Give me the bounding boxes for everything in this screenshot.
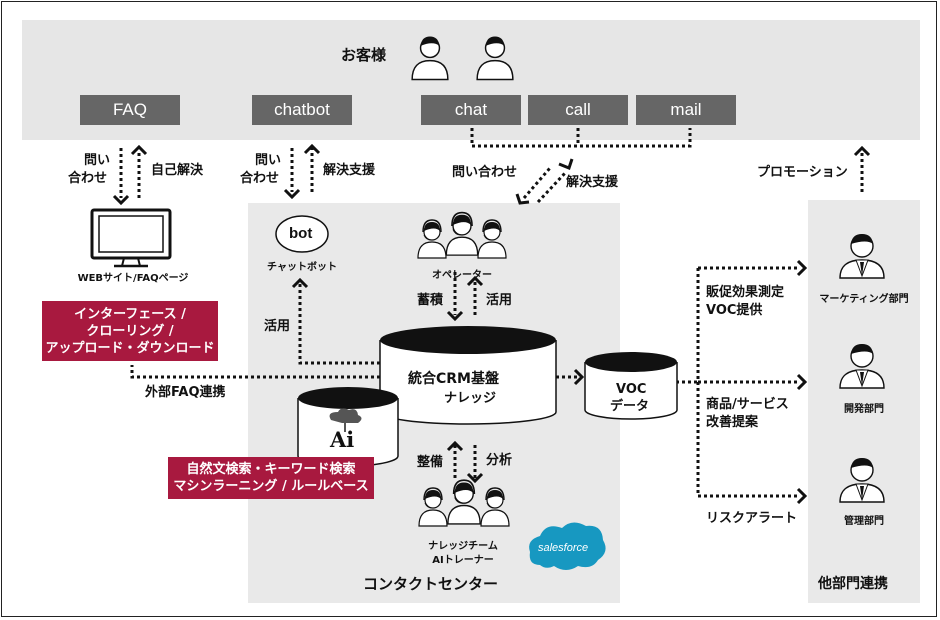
knowledge-team-icon	[418, 479, 510, 527]
marketing-dept-label: マーケティング部門	[819, 294, 909, 305]
web-label: WEBサイト/FAQページ	[77, 273, 189, 284]
center-inquiry-label: 問い合わせ	[452, 165, 518, 180]
crm-subtitle: ナレッジ	[444, 391, 497, 406]
center-inquiry-arrow	[522, 167, 552, 199]
product-flow-label-1: 商品/サービス	[706, 397, 789, 412]
bot-inquiry-label-2: 合わせ	[240, 171, 280, 186]
customer-female-icon	[411, 35, 449, 81]
ai-text: Ai	[330, 427, 355, 452]
bot-text: bot	[289, 225, 313, 242]
search-line-2: マシンラーニング / ルールベース	[173, 479, 369, 494]
salesforce-text: salesforce	[538, 542, 589, 554]
dev-person-icon	[839, 343, 885, 389]
mail-channel[interactable]: mail	[636, 95, 736, 125]
marketing-person-icon	[839, 233, 885, 279]
use-bot-label: 活用	[264, 319, 291, 334]
voc-subtitle: データ	[610, 399, 650, 414]
voc-database-icon	[584, 352, 678, 420]
customer-title: お客様	[341, 46, 387, 64]
chat-channel[interactable]: chat	[421, 95, 521, 125]
analyze-label: 分析	[486, 453, 513, 468]
crm-database-icon	[379, 326, 557, 425]
interface-line-3: アップロード・ダウンロード	[45, 340, 215, 356]
crm-title: 統合CRM基盤	[408, 371, 499, 387]
center-support-arrow	[536, 170, 568, 204]
external-faq-line	[130, 365, 380, 379]
knowledge-team-label-1: ナレッジチーム	[428, 541, 498, 552]
risk-flow-label: リスクアラート	[706, 511, 798, 526]
bot-inquiry-label-1: 問い	[255, 153, 282, 168]
chatbot-channel[interactable]: chatbot	[252, 95, 352, 125]
use-bot-arrow	[298, 282, 380, 365]
use-op-label: 活用	[486, 293, 513, 308]
external-faq-label: 外部FAQ連携	[145, 385, 226, 400]
bot-support-label: 解決支援	[323, 163, 376, 178]
interface-line-1: インターフェース /	[74, 306, 186, 322]
search-line-1: 自然文検索・キーワード検索	[186, 462, 356, 477]
voc-title: VOC	[616, 382, 647, 397]
bot-label: チャットボット	[267, 262, 337, 273]
marketing-flow-label-2: VOC提供	[706, 303, 763, 318]
interface-box: インターフェース / クローリング / アップロード・ダウンロード	[42, 301, 218, 361]
search-box: 自然文検索・キーワード検索 マシンラーニング / ルールベース	[168, 457, 374, 499]
faq-channel[interactable]: FAQ	[80, 95, 180, 125]
chat-mail-link	[470, 128, 692, 148]
monitor-icon	[90, 208, 172, 268]
contact-center-title: コンタクトセンター	[363, 575, 499, 593]
dev-dept-label: 開発部門	[844, 404, 884, 415]
interface-line-2: クローリング /	[86, 323, 174, 339]
admin-dept-label: 管理部門	[844, 516, 884, 527]
faq-inquiry-label-1: 問い	[84, 153, 111, 168]
product-flow-label-2: 改善提案	[706, 415, 759, 430]
marketing-flow-label-1: 販促効果測定	[706, 285, 785, 300]
operator-icon	[417, 211, 507, 259]
self-solve-label: 自己解決	[151, 163, 204, 178]
departments-title: 他部門連携	[818, 576, 888, 592]
promotion-label: プロモーション	[757, 165, 848, 180]
bot-bubble-icon	[275, 215, 329, 253]
store-label: 蓄積	[417, 293, 444, 308]
maintain-label: 整備	[417, 455, 444, 470]
faq-inquiry-label-2: 合わせ	[68, 171, 108, 186]
salesforce-logo-icon	[529, 522, 606, 570]
operator-label: オペレーター	[432, 270, 492, 281]
customer-male-icon	[476, 35, 514, 81]
center-support-label: 解決支援	[566, 175, 619, 190]
admin-person-icon	[839, 457, 885, 503]
ai-database-icon	[297, 387, 399, 467]
call-channel[interactable]: call	[528, 95, 628, 125]
knowledge-team-label-2: AIトレーナー	[432, 555, 494, 566]
